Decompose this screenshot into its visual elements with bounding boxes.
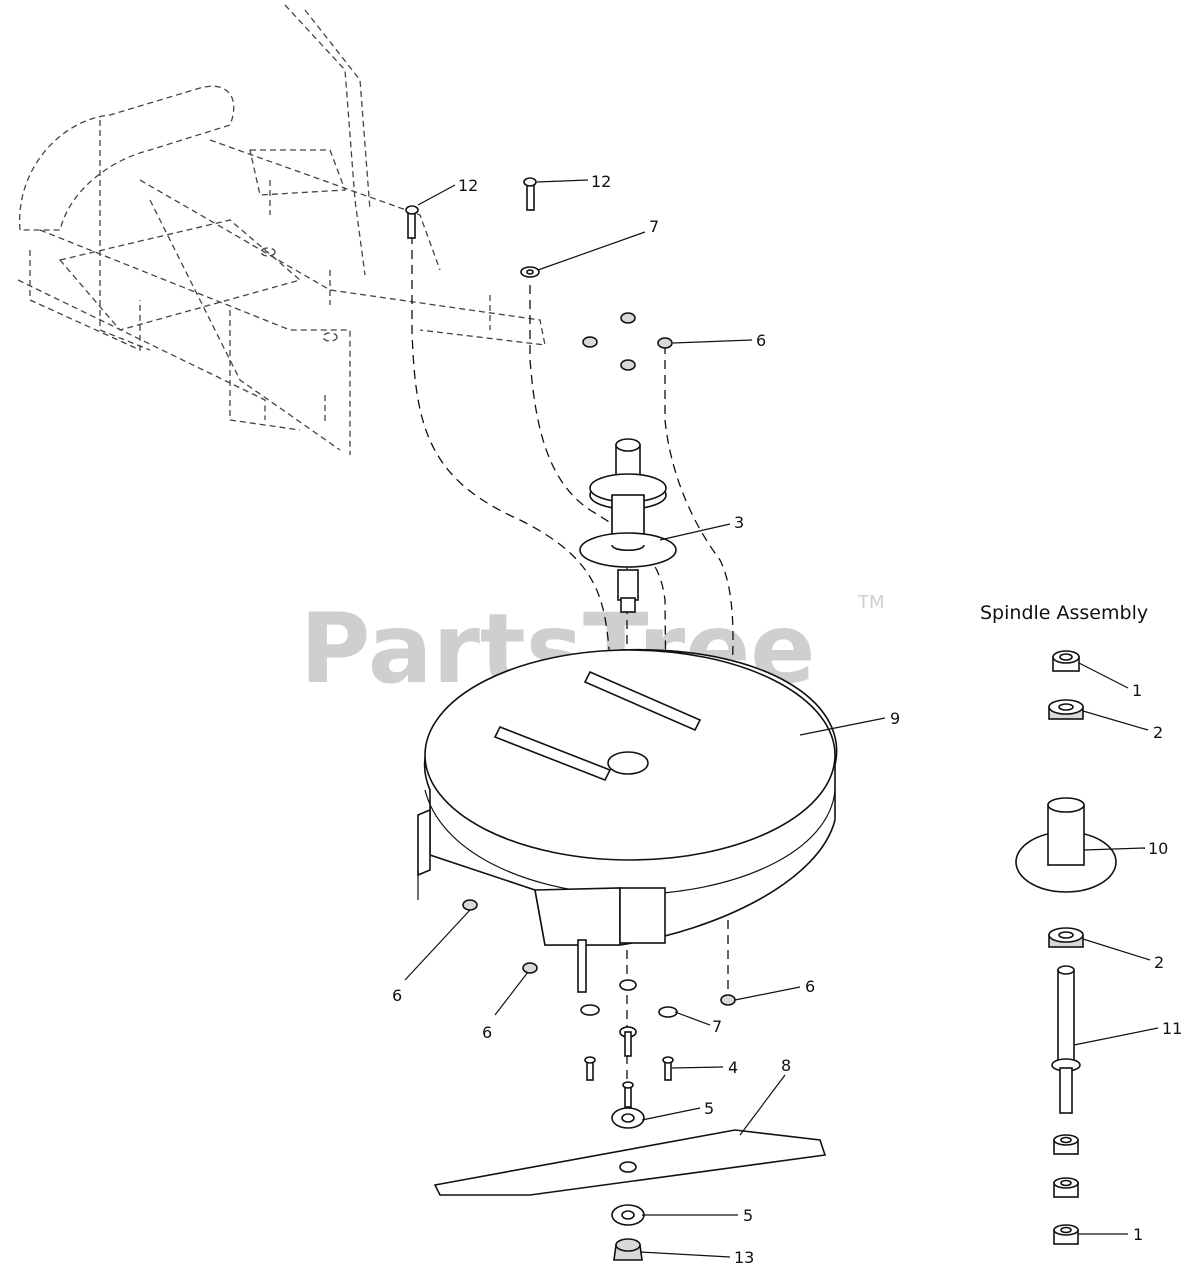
callout-5-bottom: 5 bbox=[743, 1206, 753, 1225]
shaft-11 bbox=[1051, 965, 1081, 1114]
nut-6-top-d bbox=[620, 359, 636, 371]
nut-6-top-a bbox=[620, 312, 636, 324]
spacer-2-mid bbox=[1048, 927, 1084, 948]
watermark-trademark: TM bbox=[857, 592, 885, 613]
bolt-12-right bbox=[523, 177, 537, 211]
mower-frame bbox=[17, 4, 546, 455]
bolt-12-left bbox=[405, 205, 419, 239]
mower-deck bbox=[417, 648, 838, 993]
callout-3: 3 bbox=[734, 513, 744, 532]
spacer-2-top bbox=[1048, 699, 1084, 720]
callout-assembly-11: 11 bbox=[1162, 1019, 1182, 1038]
leader-lines bbox=[404, 179, 1159, 1258]
bearing-1-top bbox=[1052, 650, 1080, 672]
callout-6-top: 6 bbox=[756, 331, 766, 350]
callout-assembly-1-bottom: 1 bbox=[1133, 1225, 1143, 1244]
callout-6-mid: 6 bbox=[482, 1023, 492, 1042]
callout-assembly-10: 10 bbox=[1148, 839, 1168, 858]
spindle-assembly-title: Spindle Assembly bbox=[980, 602, 1148, 624]
bearing-a bbox=[1053, 1134, 1079, 1155]
nut-6-left bbox=[462, 899, 478, 911]
callouts: 12 12 7 6 3 9 6 6 6 7 4 8 5 5 13 1 2 10 … bbox=[392, 172, 1182, 1267]
spindle-main bbox=[579, 438, 677, 613]
nut-6-mid bbox=[522, 962, 538, 974]
bearing-1-bottom bbox=[1053, 1224, 1079, 1245]
top-hardware bbox=[405, 177, 673, 371]
callout-6-right: 6 bbox=[805, 977, 815, 996]
callout-8: 8 bbox=[781, 1056, 791, 1075]
callout-assembly-2-top: 2 bbox=[1153, 723, 1163, 742]
callout-13: 13 bbox=[734, 1248, 754, 1267]
callout-9: 9 bbox=[890, 709, 900, 728]
blade-assembly bbox=[433, 1107, 827, 1261]
callout-4: 4 bbox=[728, 1058, 738, 1077]
callout-assembly-2-mid: 2 bbox=[1154, 953, 1164, 972]
callout-5-top: 5 bbox=[704, 1099, 714, 1118]
callout-12-left: 12 bbox=[458, 176, 478, 195]
callout-7-top: 7 bbox=[649, 217, 659, 236]
spindle-assembly-view: Spindle Assembly bbox=[980, 602, 1148, 1245]
nut-6-right bbox=[720, 994, 736, 1006]
callout-6-left: 6 bbox=[392, 986, 402, 1005]
housing-10 bbox=[1015, 797, 1117, 893]
callout-assembly-1-top: 1 bbox=[1132, 681, 1142, 700]
callout-12-right: 12 bbox=[591, 172, 611, 191]
bearing-b bbox=[1053, 1177, 1079, 1198]
nut-6-top-c bbox=[657, 337, 673, 349]
washer-7-top bbox=[520, 266, 540, 278]
callout-7-bottom: 7 bbox=[712, 1017, 722, 1036]
nut-6-top-b bbox=[582, 336, 598, 348]
